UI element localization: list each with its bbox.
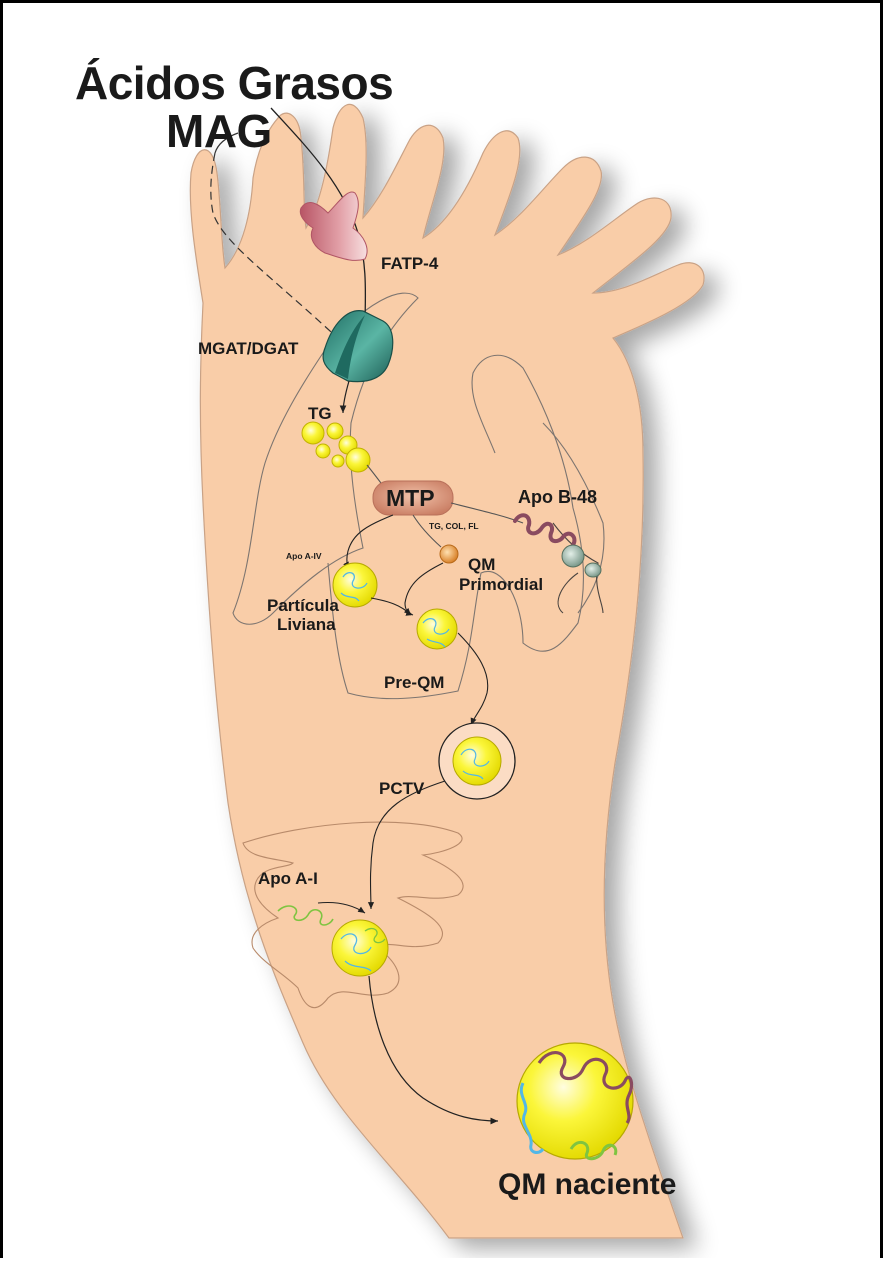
pre-qm-particle [417, 609, 457, 649]
enterocyte-diagram [3, 3, 880, 1258]
label-fatp4: FATP-4 [381, 255, 438, 273]
enterocyte-cell [190, 104, 704, 1238]
label-qm-primordial-line1: QM [468, 556, 495, 574]
pctv-particle [453, 737, 501, 785]
apo-b48-particle-small [585, 563, 601, 577]
qm-naciente-particle [517, 1043, 633, 1159]
qm-primordial-particle [440, 545, 458, 563]
label-particula-line1: Partícula [267, 597, 339, 615]
label-particula-line2: Liviana [277, 616, 336, 634]
label-pre-qm: Pre-QM [384, 674, 444, 692]
label-mtp: MTP [386, 486, 435, 510]
label-qm-naciente: QM naciente [498, 1169, 676, 1201]
label-pctv: PCTV [379, 780, 424, 798]
label-tg: TG [308, 405, 332, 423]
label-apo-b48: Apo B-48 [518, 488, 597, 507]
title-fatty-acids: Ácidos Grasos [75, 59, 393, 107]
label-qm-primordial-line2: Primordial [459, 576, 543, 594]
apo-b48-particle [562, 545, 584, 567]
light-particle [333, 563, 377, 607]
label-tg-col-fl: TG, COL, FL [429, 522, 479, 531]
label-apo-a4: Apo A-IV [286, 552, 322, 561]
label-apo-a1: Apo A-I [258, 870, 318, 888]
label-mgat-dgat: MGAT/DGAT [198, 340, 298, 358]
title-mag: MAG [166, 107, 272, 155]
